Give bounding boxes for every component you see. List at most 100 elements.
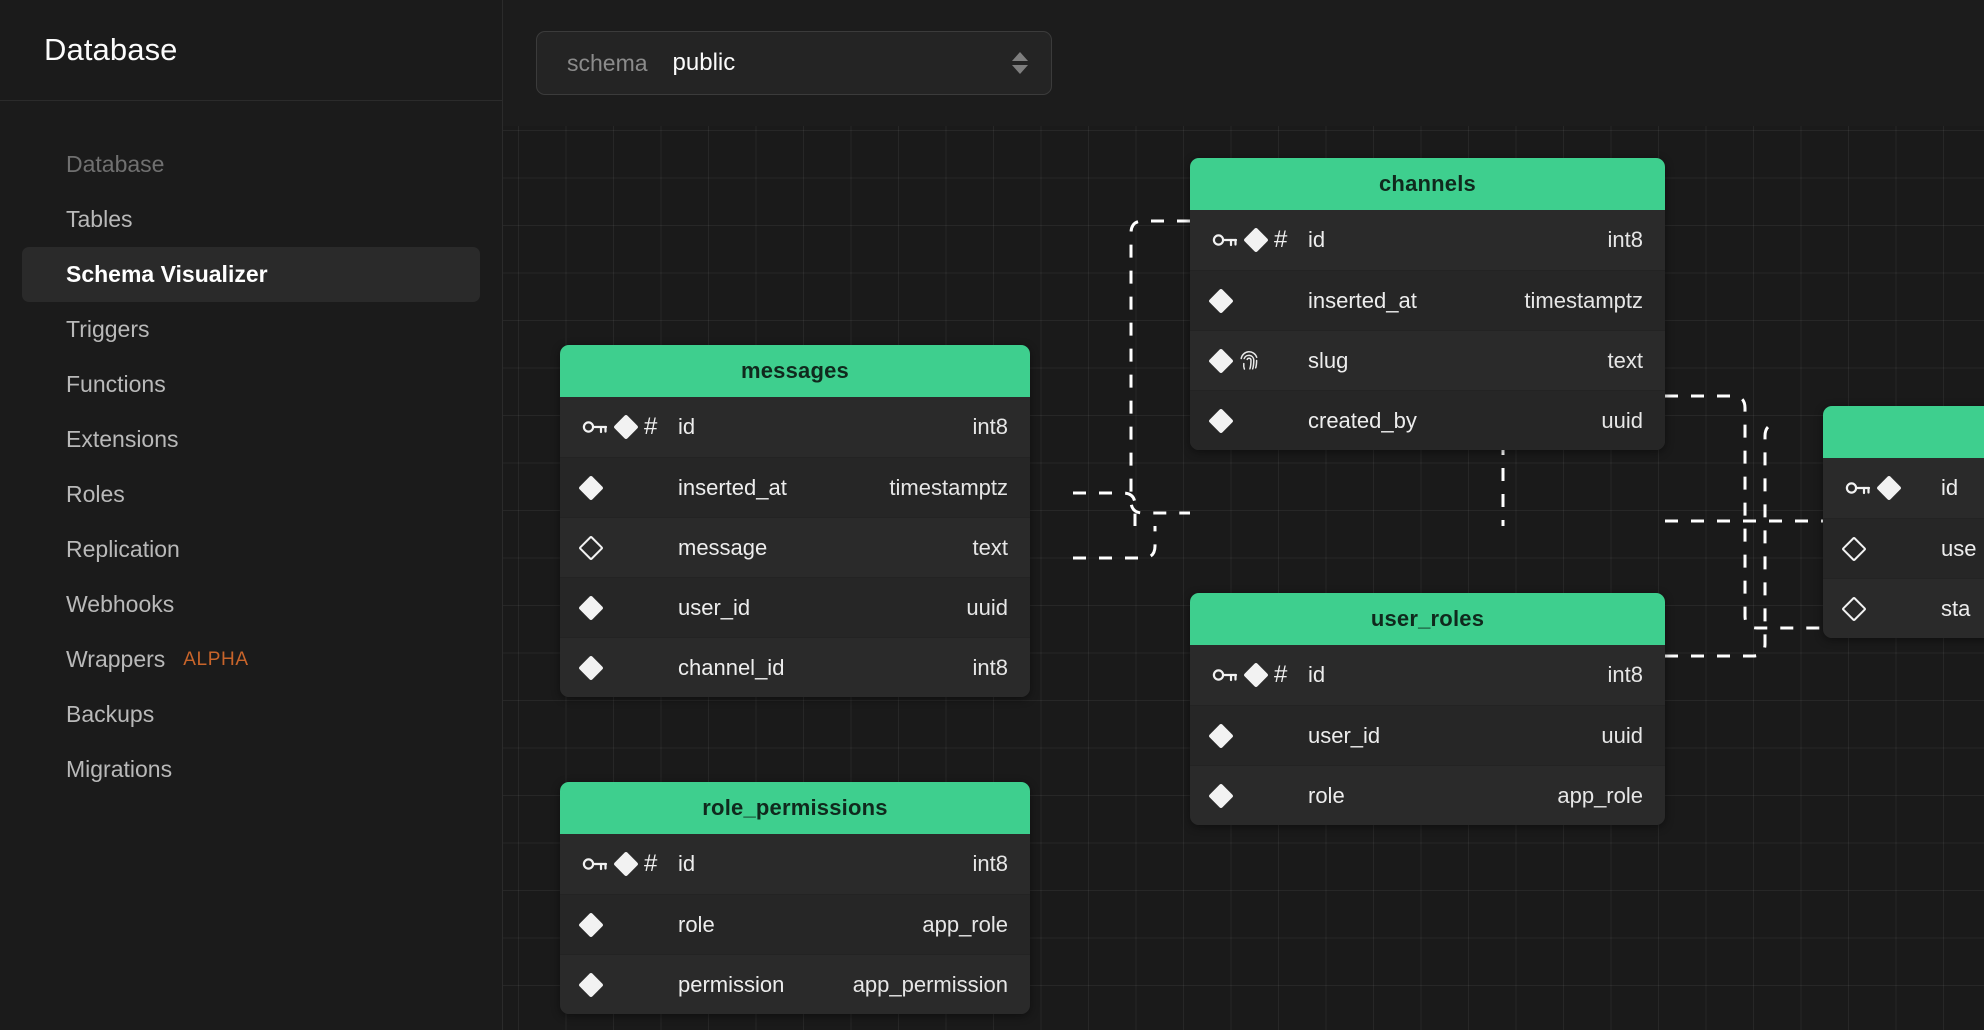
column-type: app_role	[922, 911, 1008, 937]
column-name: sta	[1941, 595, 1971, 621]
column-type: int8	[1607, 227, 1643, 252]
column-name: id	[678, 851, 696, 876]
toolbar: schema public	[503, 0, 1984, 126]
column-icons	[1208, 347, 1308, 374]
table-node-title	[1823, 406, 1984, 458]
column-name: created_by	[1308, 407, 1417, 433]
column-icons: #	[582, 851, 678, 877]
hash-icon: #	[1274, 661, 1288, 688]
key-icon	[582, 856, 608, 872]
table-column-row[interactable]: sta	[1823, 578, 1984, 638]
sidebar-item-triggers[interactable]: Triggers	[22, 302, 480, 357]
column-icons	[1845, 475, 1941, 501]
key-icon	[1845, 480, 1871, 496]
table-column-row[interactable]: use	[1823, 518, 1984, 578]
table-column-row[interactable]: id	[1823, 458, 1984, 518]
sidebar-header: Database	[0, 0, 502, 101]
column-name: message	[678, 534, 768, 560]
sidebar-item-schema-visualizer[interactable]: Schema Visualizer	[22, 247, 480, 302]
sidebar-item-roles[interactable]: Roles	[22, 467, 480, 522]
column-icons	[1841, 535, 1941, 562]
column-icons	[1208, 782, 1308, 809]
hash-icon: #	[644, 413, 658, 440]
key-icon	[1212, 667, 1238, 683]
column-icons: #	[1212, 661, 1308, 688]
column-name: id	[1308, 662, 1326, 687]
table-column-row[interactable]: message text	[560, 517, 1030, 577]
schema-select[interactable]: schema public	[536, 31, 1052, 95]
sidebar-item-functions[interactable]: Functions	[22, 357, 480, 412]
fingerprint-icon	[1239, 350, 1259, 372]
sidebar-item-label: Wrappers	[66, 646, 166, 672]
column-icons	[578, 594, 678, 621]
table-column-row[interactable]: user_id uuid	[1190, 705, 1665, 765]
sidebar-item-database: Database	[22, 137, 480, 192]
column-name: user_id	[678, 594, 751, 620]
diamond-filled-icon	[578, 594, 604, 621]
sidebar-item-replication[interactable]: Replication	[22, 522, 480, 577]
column-type: int8	[972, 654, 1008, 680]
sidebar-item-backups[interactable]: Backups	[22, 687, 480, 742]
column-name: role	[1308, 782, 1345, 808]
sidebar-item-label: Tables	[66, 206, 133, 232]
sidebar-item-label: Replication	[66, 536, 180, 562]
sidebar-item-label: Schema Visualizer	[66, 261, 268, 287]
key-icon	[1212, 232, 1238, 248]
column-name: inserted_at	[678, 474, 787, 500]
column-type: uuid	[1601, 722, 1643, 748]
column-type: text	[972, 534, 1008, 560]
sidebar-item-migrations[interactable]: Migrations	[22, 742, 480, 797]
diamond-filled-icon	[613, 851, 639, 877]
column-icons	[578, 971, 678, 998]
column-type: timestamptz	[1524, 287, 1643, 313]
column-icons: #	[1212, 227, 1308, 253]
diamond-filled-icon	[1208, 287, 1234, 314]
sidebar-item-label: Migrations	[66, 756, 173, 782]
diamond-filled-icon	[578, 911, 604, 938]
column-name: user_id	[1308, 722, 1381, 748]
column-icons	[578, 654, 678, 681]
column-icons	[578, 911, 678, 938]
column-name: id	[678, 414, 696, 439]
diamond-filled-icon	[613, 414, 639, 440]
diamond-filled-icon	[1208, 347, 1234, 374]
diamond-filled-icon	[578, 654, 604, 681]
diamond-filled-icon	[578, 474, 604, 501]
sidebar-item-label: Backups	[66, 701, 155, 727]
sidebar-item-extensions[interactable]: Extensions	[22, 412, 480, 467]
diamond-outline-icon	[1841, 535, 1867, 562]
sidebar-item-tables[interactable]: Tables	[22, 192, 480, 247]
relationship-edge	[1665, 422, 1778, 658]
sidebar-item-webhooks[interactable]: Webhooks	[22, 577, 480, 632]
diamond-filled-icon	[1208, 722, 1234, 749]
table-node-title: user_roles	[1190, 593, 1665, 645]
diamond-outline-icon	[1841, 595, 1867, 622]
schema-select-label: schema	[567, 49, 648, 76]
column-type: app_permission	[852, 971, 1008, 997]
